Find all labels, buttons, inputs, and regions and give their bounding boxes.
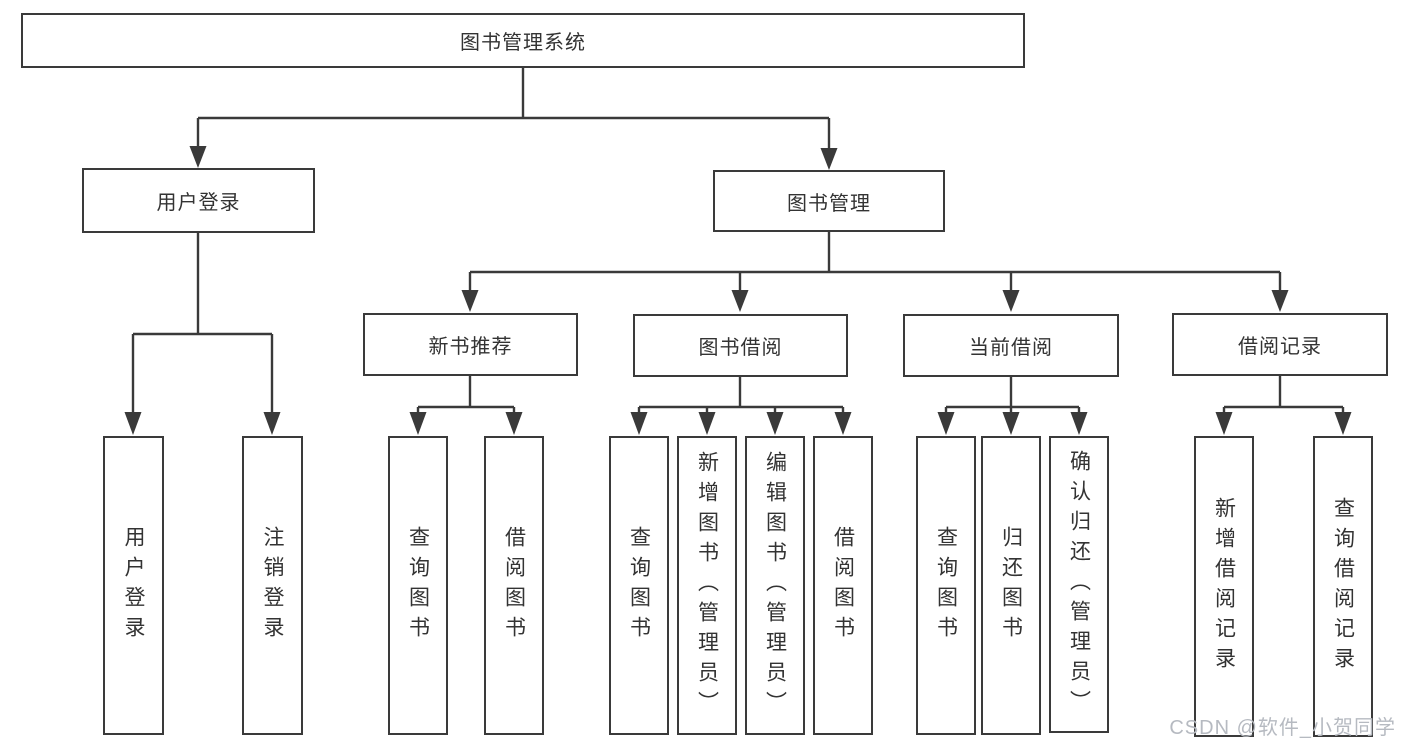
connector-root-to-level2 [196,68,831,149]
leaf-rec-borrow-books-label: 借阅图书 [502,525,526,646]
node-current-borrowing: 当前借阅 [903,314,1119,377]
leaf-current-query-books-label: 查询图书 [934,525,958,646]
leaf-borrow-edit-books-admin-label: 编辑图书（管理员） [763,450,787,721]
node-book-borrowing-label: 图书借阅 [698,337,783,359]
leaf-borrow-edit-books-admin: 编辑图书（管理员） [745,436,805,735]
leaf-user-login-label: 用户登录 [122,525,145,646]
node-book-management-label: 图书管理 [787,192,871,215]
connector-login-children [131,233,274,413]
node-borrowing-records-label: 借阅记录 [1238,336,1322,358]
leaf-record-query-label: 查询借阅记录 [1331,496,1355,677]
leaf-current-return-books: 归还图书 [981,436,1041,735]
leaf-rec-query-books-label: 查询图书 [406,525,430,646]
node-user-login-label: 用户登录 [156,192,241,214]
connector-rec-children [416,376,516,413]
arrowheads-current-children [937,412,1088,435]
node-current-borrowing-label: 当前借阅 [969,337,1053,359]
node-user-login: 用户登录 [82,168,315,233]
leaf-record-add-label: 新增借阅记录 [1212,496,1236,677]
leaf-current-return-books-label: 归还图书 [999,525,1023,646]
leaf-current-query-books: 查询图书 [916,436,976,735]
node-new-book-recommend-label: 新书推荐 [428,336,513,358]
leaf-borrow-borrow-books-label: 借阅图书 [831,525,855,646]
arrowheads-borrow-children [630,412,852,435]
leaf-borrow-borrow-books: 借阅图书 [813,436,873,735]
leaf-record-query: 查询借阅记录 [1313,436,1373,737]
connector-record-children [1222,376,1345,413]
leaf-rec-borrow-books: 借阅图书 [484,436,544,735]
connector-current-children [944,377,1081,413]
leaf-record-add: 新增借阅记录 [1194,436,1254,737]
node-borrowing-records: 借阅记录 [1172,313,1388,376]
arrowheads-rec-children [409,412,523,435]
leaf-rec-query-books: 查询图书 [388,436,448,735]
leaf-borrow-query-books-label: 查询图书 [627,525,651,646]
leaf-borrow-add-books-admin-label: 新增图书（管理员） [695,450,719,721]
arrowheads-login-children [124,412,281,435]
node-book-management: 图书管理 [713,170,945,232]
node-new-book-recommend: 新书推荐 [363,313,578,376]
leaf-borrow-query-books: 查询图书 [609,436,669,735]
node-book-borrowing: 图书借阅 [633,314,848,377]
leaf-user-login: 用户登录 [103,436,164,735]
leaf-borrow-add-books-admin: 新增图书（管理员） [677,436,737,735]
arrowheads-mgmt-children [461,290,1289,312]
leaf-logout-label: 注销登录 [261,525,284,646]
node-root: 图书管理系统 [21,13,1025,68]
arrowheads-record-children [1215,412,1352,435]
connector-mgmt-children [468,232,1282,291]
connector-borrow-children [637,377,845,413]
leaf-current-confirm-return-admin-label: 确认归还（管理员） [1067,449,1091,720]
leaf-current-confirm-return-admin: 确认归还（管理员） [1049,436,1109,733]
csdn-watermark: CSDN @软件_小贺同学 [1169,717,1396,739]
arrowheads-level2 [189,146,838,170]
leaf-logout: 注销登录 [242,436,303,735]
node-root-label: 图书管理系统 [460,32,586,54]
